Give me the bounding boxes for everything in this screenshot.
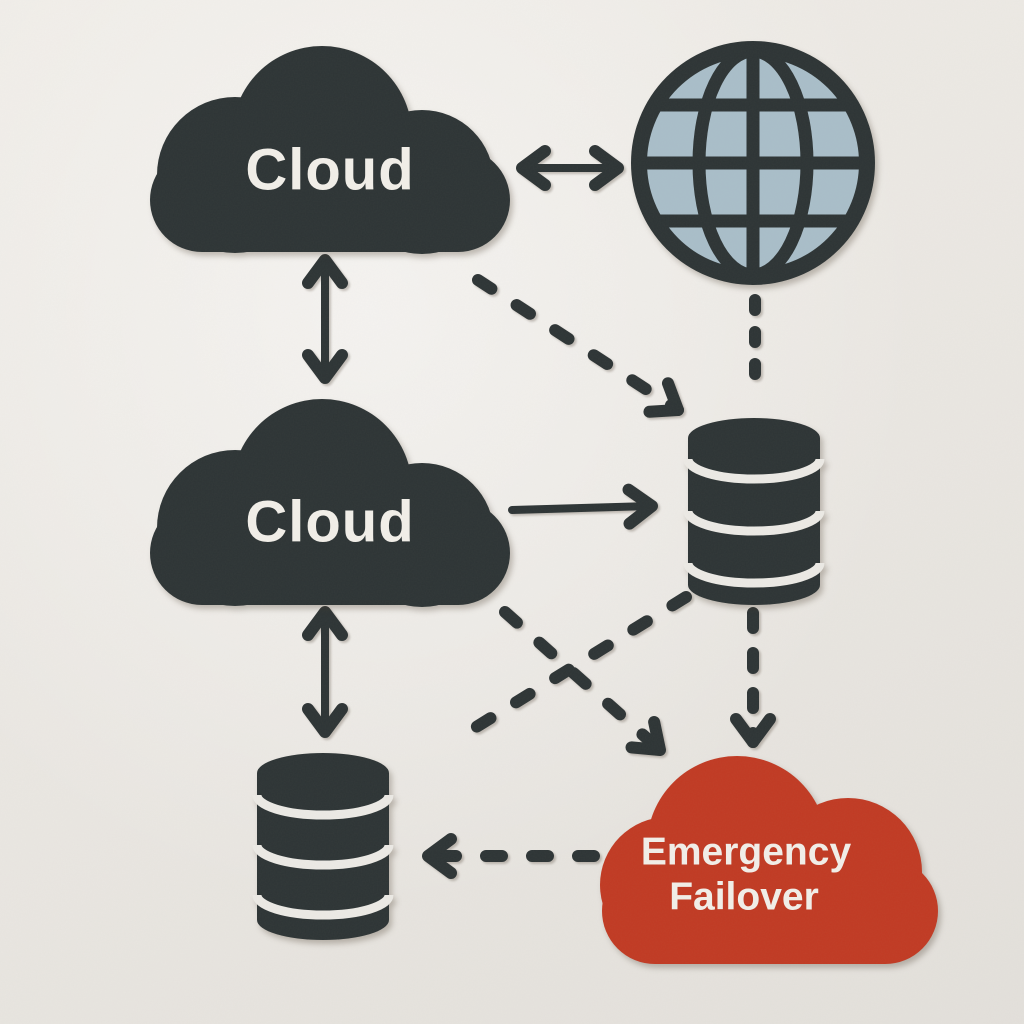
paper-texture-overlay	[0, 0, 1024, 1024]
architecture-diagram: db_right (dashed diagonal) --> db_right …	[0, 0, 1024, 1024]
diagram-canvas: db_right (dashed diagonal) --> db_right …	[0, 0, 1024, 1024]
